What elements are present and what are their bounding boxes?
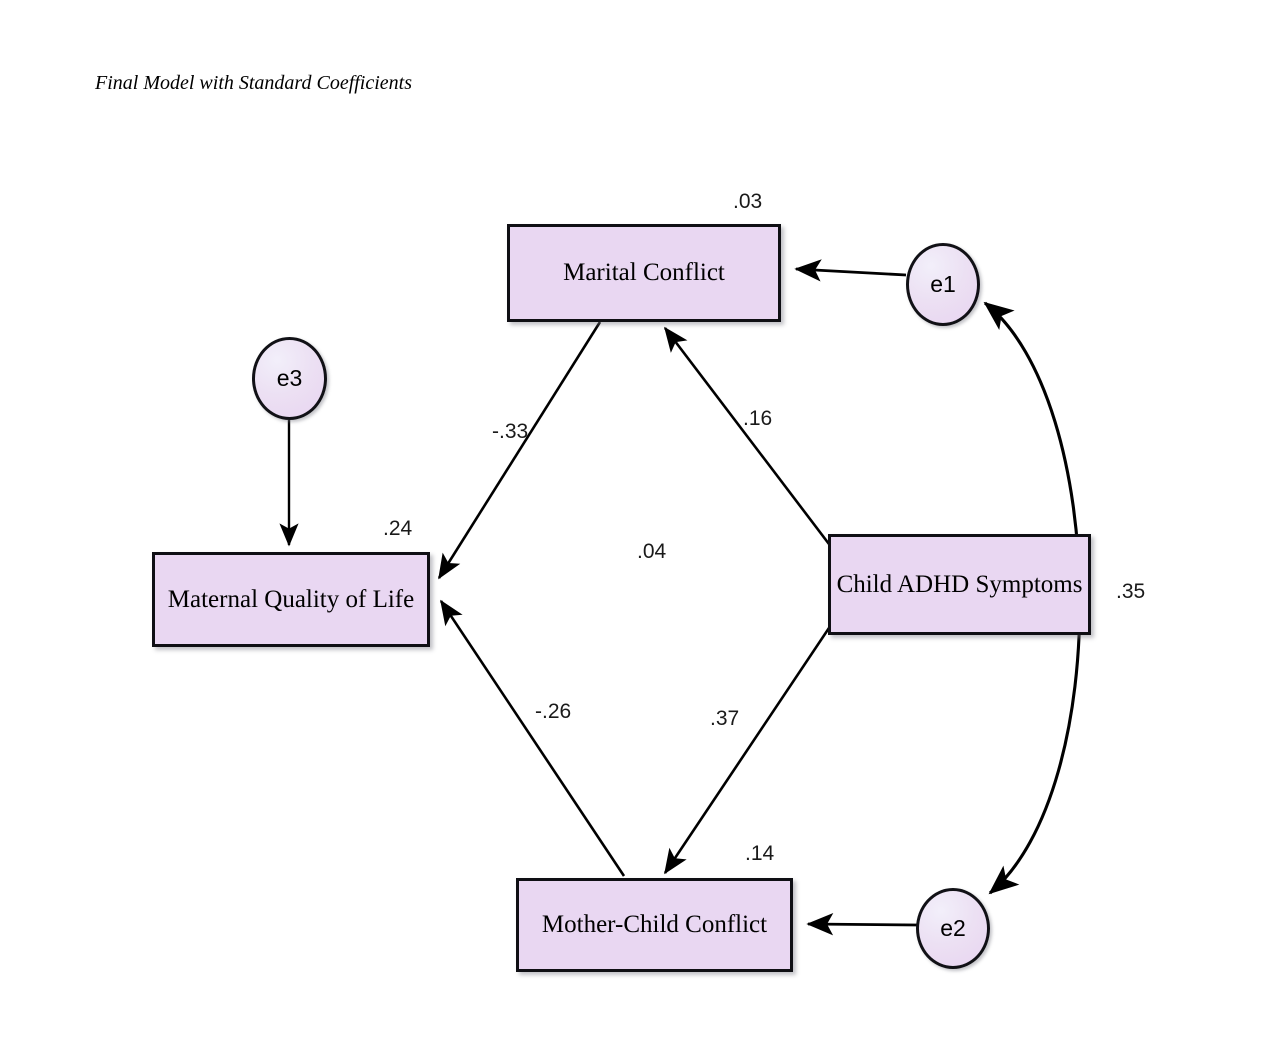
error-node-label: e2 bbox=[940, 915, 966, 941]
node-maternal-quality-of-life[interactable]: Maternal Quality of Life bbox=[152, 552, 430, 647]
node-label: Child ADHD Symptoms bbox=[836, 570, 1083, 598]
r2-label-maternal-qol: .24 bbox=[383, 517, 413, 540]
r2-label-marital-conflict: .03 bbox=[733, 190, 763, 213]
coefficient-adhd-to-mother-child: .37 bbox=[710, 707, 740, 730]
r2-label-mother-child-conflict: .14 bbox=[745, 842, 775, 865]
node-label: Marital Conflict bbox=[563, 259, 725, 286]
edge-adhd-to-mother-child bbox=[663, 621, 835, 875]
error-node-label: e1 bbox=[930, 271, 956, 297]
edge-adhd-to-marital bbox=[663, 326, 834, 549]
coefficient-mother-child-to-maternal-qol: -.26 bbox=[535, 700, 572, 723]
edge-marital-to-maternal-qol bbox=[437, 321, 602, 580]
page-title: Final Model with Standard Coefficients bbox=[95, 72, 413, 94]
edge-e1-to-marital bbox=[794, 259, 907, 282]
coefficient-adhd-to-marital: .16 bbox=[743, 407, 773, 430]
node-mother-child-conflict[interactable]: Mother-Child Conflict bbox=[516, 878, 793, 972]
error-node-label: e3 bbox=[276, 365, 303, 391]
error-node-e1[interactable]: e1 bbox=[906, 243, 980, 326]
error-node-e3[interactable]: e3 bbox=[252, 337, 327, 420]
node-label: Mother-Child Conflict bbox=[541, 911, 768, 938]
error-node-e2[interactable]: e2 bbox=[916, 888, 990, 969]
edge-mother-child-to-maternal-qol bbox=[439, 599, 626, 877]
node-child-adhd-symptoms[interactable]: Child ADHD Symptoms bbox=[828, 534, 1091, 635]
node-label: Maternal Quality of Life bbox=[167, 585, 415, 613]
edge-e2-to-mother-child bbox=[806, 913, 918, 936]
node-marital-conflict[interactable]: Marital Conflict bbox=[507, 224, 781, 322]
coefficient-e1-covariance-e2: .35 bbox=[1116, 580, 1146, 603]
coefficient-marital-to-maternal-qol: -.33 bbox=[492, 420, 529, 443]
coefficient-adhd-to-maternal-qol: .04 bbox=[637, 540, 667, 563]
